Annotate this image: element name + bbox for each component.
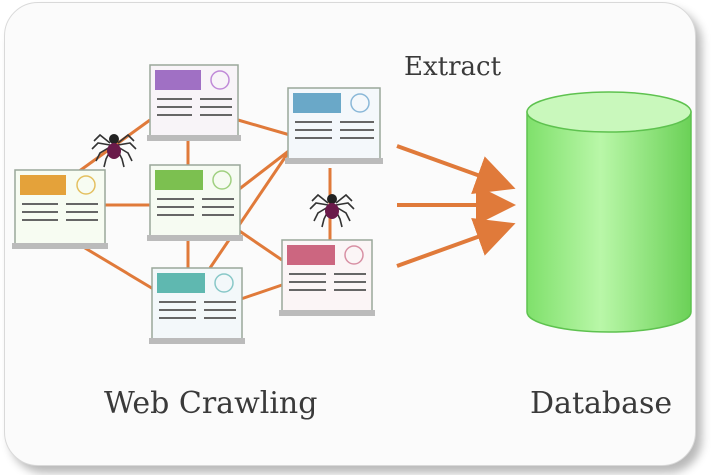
extract-arrows [396,144,516,268]
spider-icon [309,193,355,228]
web-page-icon [12,169,108,249]
database-label: Database [530,386,673,421]
arrow-icon [396,144,516,194]
web-page-icon [279,239,375,316]
web-crawling-label: Web Crawling [104,386,318,421]
web-page-icon [147,164,243,241]
web-page-icon [147,64,241,141]
spider-icon [91,133,137,168]
extract-label: Extract [404,52,502,82]
web-page-icon [149,267,245,344]
web-page-icon [285,87,383,164]
arrow-icon [396,218,516,268]
database-icon [526,91,692,333]
